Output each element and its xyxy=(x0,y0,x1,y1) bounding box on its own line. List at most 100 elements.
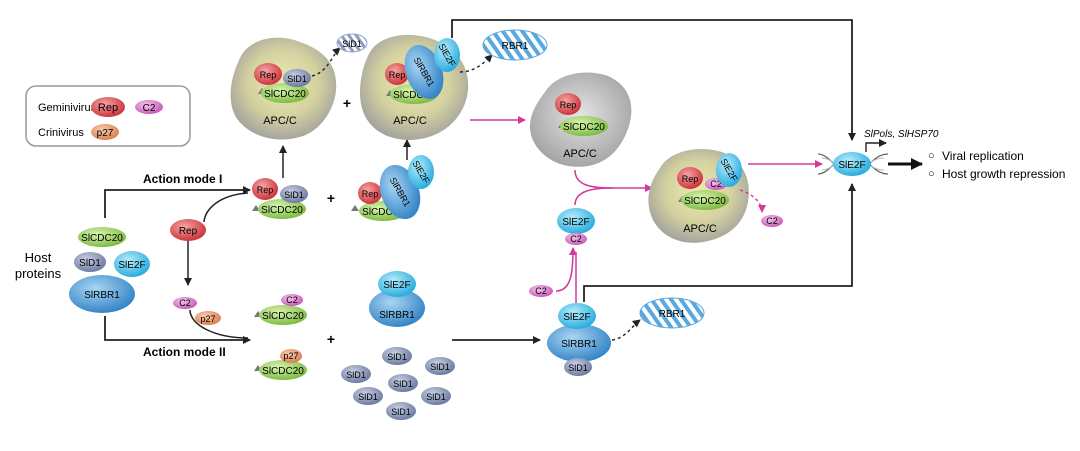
legend: Geminivirus Rep C2 Crinivirus p27 xyxy=(25,85,191,147)
rbr-e2f-d1-complex: SlRBR1 SlE2F SlD1 xyxy=(547,303,611,376)
host-e2f-label: SlE2F xyxy=(118,260,145,271)
apc-complex-d1: APC/C SlCDC20 SlD1 Rep xyxy=(230,37,337,140)
d1-c-label: SlD1 xyxy=(430,362,450,372)
arrow-top-to-e2f xyxy=(451,19,856,141)
apc3-cdc20-label: SlCDC20 xyxy=(563,122,605,133)
free-c2 xyxy=(529,285,553,297)
apc4-c2-label: C2 xyxy=(710,179,722,189)
host-cdc20 xyxy=(78,227,126,247)
legend-geminivirus-label: Geminivirus xyxy=(38,102,97,114)
degraded-rbr1-bottom xyxy=(639,297,705,329)
plus-mode2: + xyxy=(327,331,335,347)
host-label-line2: proteins xyxy=(15,266,62,281)
viral-c2 xyxy=(173,297,197,309)
apc2-label: APC/C xyxy=(393,115,427,127)
mode2-rbr-e2f: SlRBR1 SlE2F xyxy=(369,271,425,327)
dna-e2f: SlE2F xyxy=(817,152,889,176)
degraded-rbr1-bottom-label: RBR1 xyxy=(659,309,686,320)
d1-e-label: SlD1 xyxy=(358,392,378,402)
curve-rep-mode1 xyxy=(203,192,249,223)
d1-a-label: SlD1 xyxy=(387,352,407,362)
legend-c2-label: C2 xyxy=(143,103,156,114)
legend-p27-label: p27 xyxy=(97,128,114,139)
arrow-to-mode1 xyxy=(104,186,251,218)
arrow-to-mode2 xyxy=(104,316,251,344)
action-mode-1-label: Action mode I xyxy=(143,172,222,186)
dna-e2f-label: SlE2F xyxy=(838,160,865,171)
viral-rep-label: Rep xyxy=(179,226,198,237)
target-genes-label: SlPols, SlHSP70 xyxy=(864,129,939,140)
m2-rbr1-label: SlRBR1 xyxy=(379,310,415,321)
d1-g-label: SlD1 xyxy=(391,407,411,417)
host-rbr1-label: SlRBR1 xyxy=(84,290,120,301)
apc2-cdc20-label: SlCDC20 xyxy=(393,90,435,101)
legend-crinivirus-label: Crinivirus xyxy=(38,127,84,139)
apc-complex-rep-only: APC/C SlCDC20 Rep xyxy=(529,72,632,167)
curve-c2-mode2 xyxy=(189,309,249,339)
plus-top: + xyxy=(343,95,351,111)
apc-complex-rbr1: APC/C SlCDC20 Rep SlRBR1 SlE2F xyxy=(359,34,469,140)
m2-c2-label: C2 xyxy=(286,295,298,305)
viral-p27-label: p27 xyxy=(200,314,215,324)
arrow-rbr1-degrade-top xyxy=(459,54,493,73)
released-c2 xyxy=(761,215,783,227)
outcome-1-bullet: ○ xyxy=(928,150,935,162)
released-c2-label: C2 xyxy=(766,216,778,226)
e2f-c2-complex: SlE2F C2 xyxy=(557,208,595,245)
apc1-label: APC/C xyxy=(263,115,297,127)
apc1-rep-label: Rep xyxy=(260,70,277,80)
free-d1-cluster: SlD1 SlD1 SlD1 SlD1 SlD1 SlD1 SlD1 xyxy=(341,347,455,420)
arrow-c2-release xyxy=(739,189,766,213)
plus-mode1: + xyxy=(327,190,335,206)
apc1-cdc20-label: SlCDC20 xyxy=(264,89,306,100)
host-e2f xyxy=(114,251,150,277)
arrow-bottom-to-e2f xyxy=(583,183,856,302)
rc-e2f-label: SlE2F xyxy=(563,312,590,323)
m2b-cdc20-label: SlCDC20 xyxy=(262,366,304,377)
host-d1 xyxy=(74,252,106,272)
host-proteins: Host proteins SlCDC20 SlD1 SlE2F SlRBR1 xyxy=(15,227,150,313)
apc1-d1-label: SlD1 xyxy=(287,74,307,84)
apc-complex-e2f-c2: APC/C SlCDC20 Rep C2 SlE2F xyxy=(648,148,749,243)
apc3-rep-label: Rep xyxy=(560,100,577,110)
apc4-cdc20-label: SlCDC20 xyxy=(684,196,726,207)
rc-rbr1-label: SlRBR1 xyxy=(561,339,597,350)
m1-d1-label: SlD1 xyxy=(284,190,304,200)
arrow-transcription xyxy=(865,139,887,152)
host-rbr1 xyxy=(69,275,135,313)
outcome-1-label: Viral replication xyxy=(942,149,1024,163)
legend-rep-label: Rep xyxy=(98,102,118,114)
e2fc2-c2-label: C2 xyxy=(570,234,582,244)
m1-rep-label: Rep xyxy=(257,185,274,195)
degraded-d1 xyxy=(336,33,368,53)
apc3-label: APC/C xyxy=(563,148,597,160)
m2b-p27-label: p27 xyxy=(283,351,298,361)
outcome-2-bullet: ○ xyxy=(928,168,935,180)
mode2-c2-complex: SlCDC20 C2 xyxy=(254,294,307,325)
arrow-c2-to-e2f xyxy=(555,247,577,292)
arrow-apc3-to-apc4 xyxy=(574,169,653,192)
action-mode-2-label: Action mode II xyxy=(143,345,226,359)
viral-c2-label: C2 xyxy=(179,298,191,308)
apc2-rep-label: Rep xyxy=(389,70,406,80)
e2fc2-e2f-label: SlE2F xyxy=(562,217,589,228)
mode2-p27-complex: SlCDC20 p27 xyxy=(254,349,307,380)
degraded-rbr1-top-label: RBR1 xyxy=(502,41,529,52)
d1-d-label: SlD1 xyxy=(393,379,413,389)
legend-p27-ellipse xyxy=(91,124,119,140)
mode1-rbr-complex: SlCDC20 Rep SlRBR1 SlE2F xyxy=(351,155,434,221)
degraded-d1-label: SlD1 xyxy=(342,39,362,49)
m1b-rep-label: Rep xyxy=(362,189,379,199)
apc4-rep-label: Rep xyxy=(682,174,699,184)
legend-c2-ellipse xyxy=(135,100,163,114)
outcome-2-label: Host growth repression xyxy=(942,167,1065,181)
m1b-cdc20-label: SlCDC20 xyxy=(362,207,404,218)
free-c2-label: C2 xyxy=(535,286,547,296)
viral-rep xyxy=(170,219,206,241)
m1-cdc20-label: SlCDC20 xyxy=(261,205,303,216)
apc4-label: APC/C xyxy=(683,223,717,235)
arrow-d1-degrade xyxy=(311,47,341,77)
legend-rep-ellipse xyxy=(91,97,125,117)
m2-cdc20-label: SlCDC20 xyxy=(262,311,304,322)
